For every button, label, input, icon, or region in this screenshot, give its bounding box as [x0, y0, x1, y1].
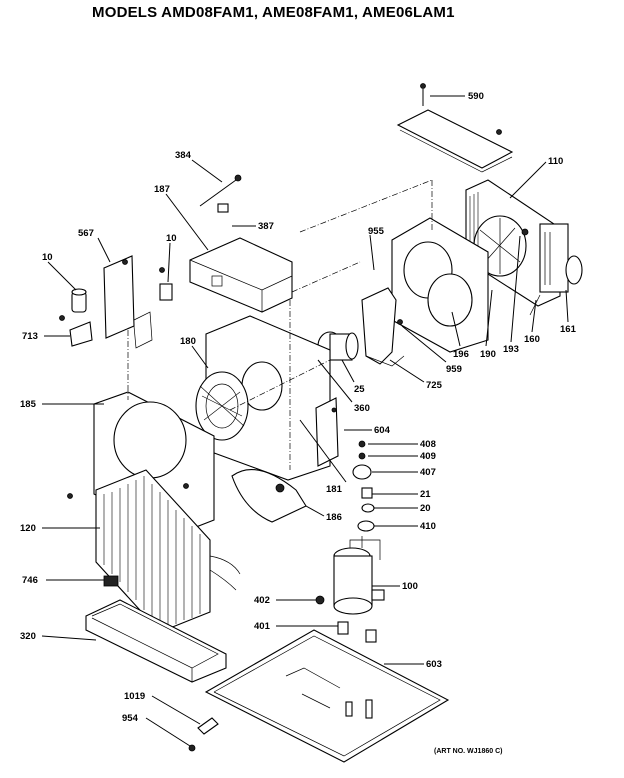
label-401: 401: [254, 621, 271, 632]
label-185: 185: [20, 399, 37, 410]
label-409: 409: [420, 451, 436, 462]
part-161-fan-motor: [539, 223, 583, 293]
label-402: 402: [254, 595, 270, 606]
part-401-grommet: [337, 621, 377, 643]
part-20-bushing: [361, 503, 375, 513]
label-181: 181: [326, 484, 343, 495]
part-labels: 590 110 384 187 387 955 567 10 10 713 18…: [20, 91, 577, 724]
label-187: 187: [154, 184, 170, 195]
label-20: 20: [420, 503, 431, 514]
part-567-bracket: [103, 255, 153, 349]
label-959: 959: [446, 364, 462, 375]
assembly-guide-lines: [127, 179, 433, 470]
part-100-compressor: [333, 536, 385, 615]
label-954: 954: [122, 713, 139, 724]
label-21: 21: [420, 489, 431, 500]
label-387: 387: [258, 221, 274, 232]
label-160: 160: [524, 334, 540, 345]
label-120: 120: [20, 523, 36, 534]
part-180-blower-wheel: [195, 371, 249, 441]
part-725-motor-bracket: [361, 287, 405, 367]
label-320: 320: [20, 631, 36, 642]
label-180: 180: [180, 336, 196, 347]
label-186: 186: [326, 512, 342, 523]
part-187-control-box: [189, 237, 293, 313]
part-402-screw: [315, 595, 325, 605]
label-713: 713: [22, 331, 38, 342]
label-384: 384: [175, 150, 192, 161]
part-196-bulkhead: [391, 217, 489, 353]
label-725: 725: [426, 380, 443, 391]
part-320-drip-tray: [85, 599, 227, 683]
part-603-base-pan: [204, 629, 450, 763]
part-713-clip: [59, 315, 93, 347]
part-590-top-cover: [396, 83, 514, 173]
label-603: 603: [426, 659, 442, 670]
art-number: (ART NO. WJ1860 C): [434, 748, 503, 755]
label-590: 590: [468, 91, 484, 102]
label-604: 604: [374, 425, 391, 436]
part-21-grommet: [361, 487, 373, 499]
part-1019-clip: [197, 717, 219, 735]
label-408: 408: [420, 439, 436, 450]
label-955: 955: [368, 226, 385, 237]
label-410: 410: [420, 521, 436, 532]
label-190: 190: [480, 349, 496, 360]
part-409-washer: [358, 452, 366, 460]
leader-lines: [41, 95, 569, 747]
part-407-grommet: [352, 464, 372, 480]
part-408-washer: [358, 440, 366, 448]
label-196: 196: [453, 349, 469, 360]
part-384-thermostat: [199, 174, 242, 213]
part-120-evaporator-coil: [67, 469, 241, 633]
label-10-left: 10: [42, 252, 53, 263]
part-954-screw: [188, 744, 196, 752]
label-567: 567: [78, 228, 94, 239]
label-161: 161: [560, 324, 577, 335]
label-110: 110: [548, 156, 563, 167]
label-10-right: 10: [166, 233, 177, 244]
part-10-capacitor: [71, 288, 87, 313]
label-100: 100: [402, 581, 418, 592]
part-scroll-panel: [205, 315, 331, 481]
label-193: 193: [503, 344, 519, 355]
label-360: 360: [354, 403, 370, 414]
part-410-gasket: [357, 520, 375, 532]
label-25: 25: [354, 384, 365, 395]
part-193-screw-icon: [521, 228, 529, 236]
label-407: 407: [420, 467, 436, 478]
label-1019: 1019: [124, 691, 145, 702]
label-746: 746: [22, 575, 38, 586]
part-10-capacitor-2: [159, 267, 173, 301]
diagram-title: MODELS AMD08FAM1, AME08FAM1, AME06LAM1: [92, 4, 455, 21]
part-746-valve: [103, 575, 119, 587]
